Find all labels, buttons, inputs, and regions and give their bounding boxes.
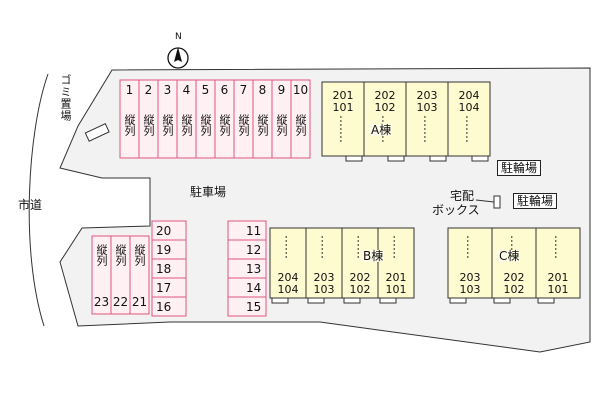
parking-space-type: 縦列 [161,114,174,136]
building-name: B棟 [362,249,385,263]
entrance-step [449,297,467,304]
building-name: C棟 [498,249,521,263]
unit-number: 203 103 [459,271,481,296]
parking-space-number: 6 [220,83,229,97]
garbage-area-marker [84,123,110,142]
parking-space-number: 12 [246,243,262,257]
entrance-step [345,155,363,162]
parking-area-label: 駐車場 [190,185,227,199]
entrance-step [379,297,397,304]
parking-space-number: 10 [292,83,309,97]
parking-space-number: 18 [156,262,172,276]
garbage-label: ゴミ置場 [59,74,72,122]
parking-space-number: 3 [163,83,172,97]
unit-number: 204 104 [277,271,299,296]
unit-number: 202 102 [349,271,371,296]
building-unit [447,227,493,299]
unit-number: 204 104 [458,89,480,114]
parking-space-number: 4 [182,83,191,97]
building-unit [535,227,581,299]
parking-space-number: 1 [125,83,134,97]
unit-number: 201 101 [332,89,354,114]
entrance-step [307,297,325,304]
parking-space-type: 縦列 [133,244,146,266]
unit-number: 203 103 [416,89,438,114]
parking-space-type: 縦列 [142,114,155,136]
unit-number: 202 102 [374,89,396,114]
road-edge-line [28,73,49,327]
bicycle-parking-label-a: 駐輪場 [497,160,542,176]
building-unit [363,81,407,157]
parking-space [129,235,150,315]
entrance-step [343,297,361,304]
parking-space-type: 縦列 [294,114,307,136]
parking-space-number: 8 [258,83,267,97]
parking-space-number: 15 [246,300,262,314]
parking-space-number: 9 [277,83,286,97]
unit-number: 203 103 [313,271,335,296]
parking-space-type: 縦列 [114,244,127,266]
entrance-step [387,155,405,162]
parking-space-number: 20 [156,224,172,238]
parking-space-type: 縦列 [218,114,231,136]
building-unit [341,227,379,299]
building-name: A棟 [370,123,393,137]
building-unit [269,227,307,299]
parking-space-number: 11 [246,224,262,238]
parking-space [151,296,187,317]
entrance-step [493,297,511,304]
parking-space-type: 縦列 [256,114,269,136]
parking-space-number: 5 [201,83,210,97]
parking-space-type: 縦列 [180,114,193,136]
parking-space-number: 7 [239,83,248,97]
delivery-box-marker [493,195,501,209]
unit-number: 201 101 [385,271,407,296]
parking-space-type: 縦列 [275,114,288,136]
unit-number: 202 102 [503,271,525,296]
entrance-step [271,297,289,304]
north-arrow-icon [167,47,189,69]
parking-space-number: 19 [156,243,172,257]
delivery-box-label-1: 宅配 [450,189,475,203]
parking-space [227,296,267,317]
parking-space-number: 22 [112,295,129,309]
entrance-step [471,155,489,162]
parking-space-type: 縦列 [199,114,212,136]
parking-space-number: 13 [246,262,262,276]
parking-space-number: 21 [131,295,148,309]
unit-number: 201 101 [547,271,569,296]
entrance-step [537,297,555,304]
parking-space-type: 縦列 [123,114,136,136]
building-unit [377,227,415,299]
parking-space-number: 2 [144,83,153,97]
parking-space-number: 14 [246,281,262,295]
delivery-box-label-2: ボックス [432,203,480,217]
delivery-box-leader [475,199,495,203]
entrance-step [429,155,447,162]
bicycle-parking-label-b: 駐輪場 [513,193,558,209]
parking-space-type: 縦列 [95,244,108,266]
parking-space-number: 16 [156,300,172,314]
building-unit [491,227,537,299]
compass-label: N [175,32,182,42]
parking-space [290,79,311,159]
road-label: 市道 [18,198,43,212]
building-unit [447,81,491,157]
parking-space-number: 17 [156,281,172,295]
parking-space-type: 縦列 [237,114,250,136]
parking-space-number: 23 [93,295,110,309]
